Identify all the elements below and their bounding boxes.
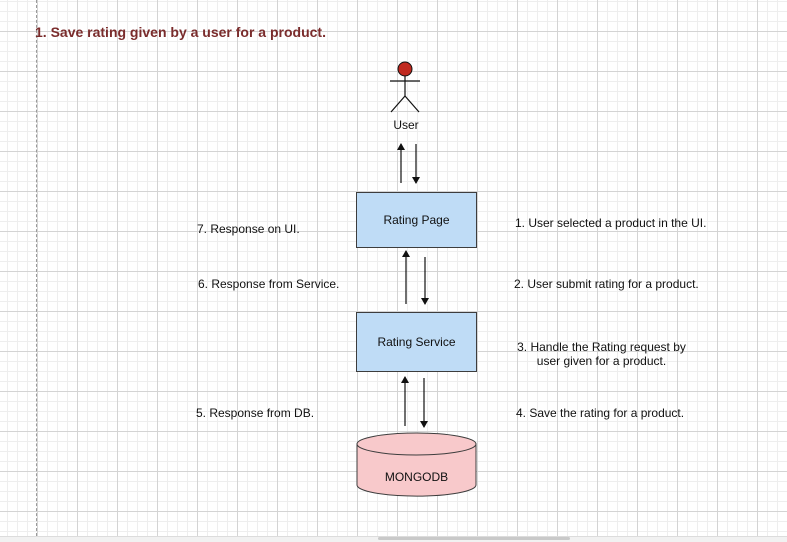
scrollbar-thumb[interactable] [378, 537, 570, 540]
page-guide-line [36, 0, 37, 541]
rating-page-label: Rating Page [383, 213, 450, 227]
note-3: 3. Handle the Rating request by user giv… [514, 340, 689, 368]
note-2: 2. User submit rating for a product. [514, 277, 699, 291]
diagram-title: 1. Save rating given by a user for a pro… [35, 24, 326, 40]
note-7: 7. Response on UI. [197, 222, 300, 236]
rating-page-node[interactable]: Rating Page [356, 192, 477, 248]
note-5: 5. Response from DB. [196, 406, 315, 420]
note-6: 6. Response from Service. [198, 277, 340, 291]
user-actor-icon[interactable] [390, 61, 420, 113]
note-3-line-1: 3. Handle the Rating request by [517, 340, 686, 354]
database-cylinder-icon[interactable] [356, 432, 477, 497]
note-1: 1. User selected a product in the UI. [515, 216, 707, 230]
database-label: MONGODB [384, 470, 449, 484]
actor-label: User [393, 118, 419, 132]
note-4: 4. Save the rating for a product. [516, 406, 685, 420]
rating-service-label: Rating Service [377, 335, 456, 349]
note-3-line-2: user given for a product. [536, 354, 667, 368]
rating-service-node[interactable]: Rating Service [356, 312, 477, 372]
